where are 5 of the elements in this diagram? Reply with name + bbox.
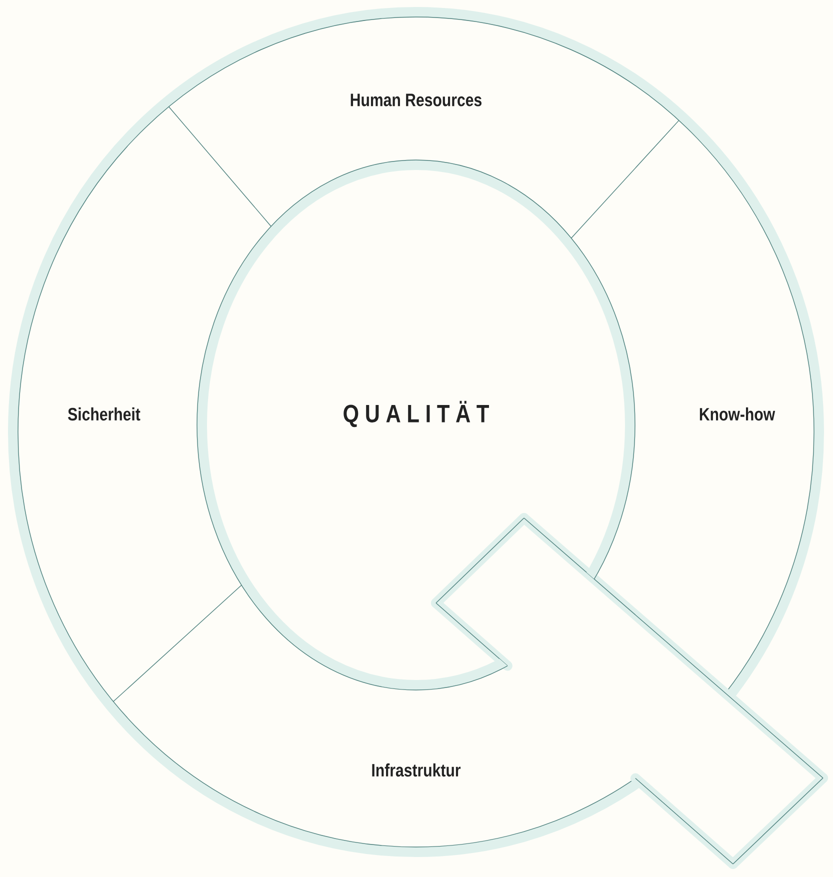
segment-label: Infrastruktur [372, 763, 461, 777]
segment-label: Know-how [700, 407, 776, 421]
center-title: Q U A L I T Ä T [344, 400, 489, 428]
segment-label: Sicherheit [68, 407, 140, 421]
segment-label: Human Resources [350, 94, 482, 106]
